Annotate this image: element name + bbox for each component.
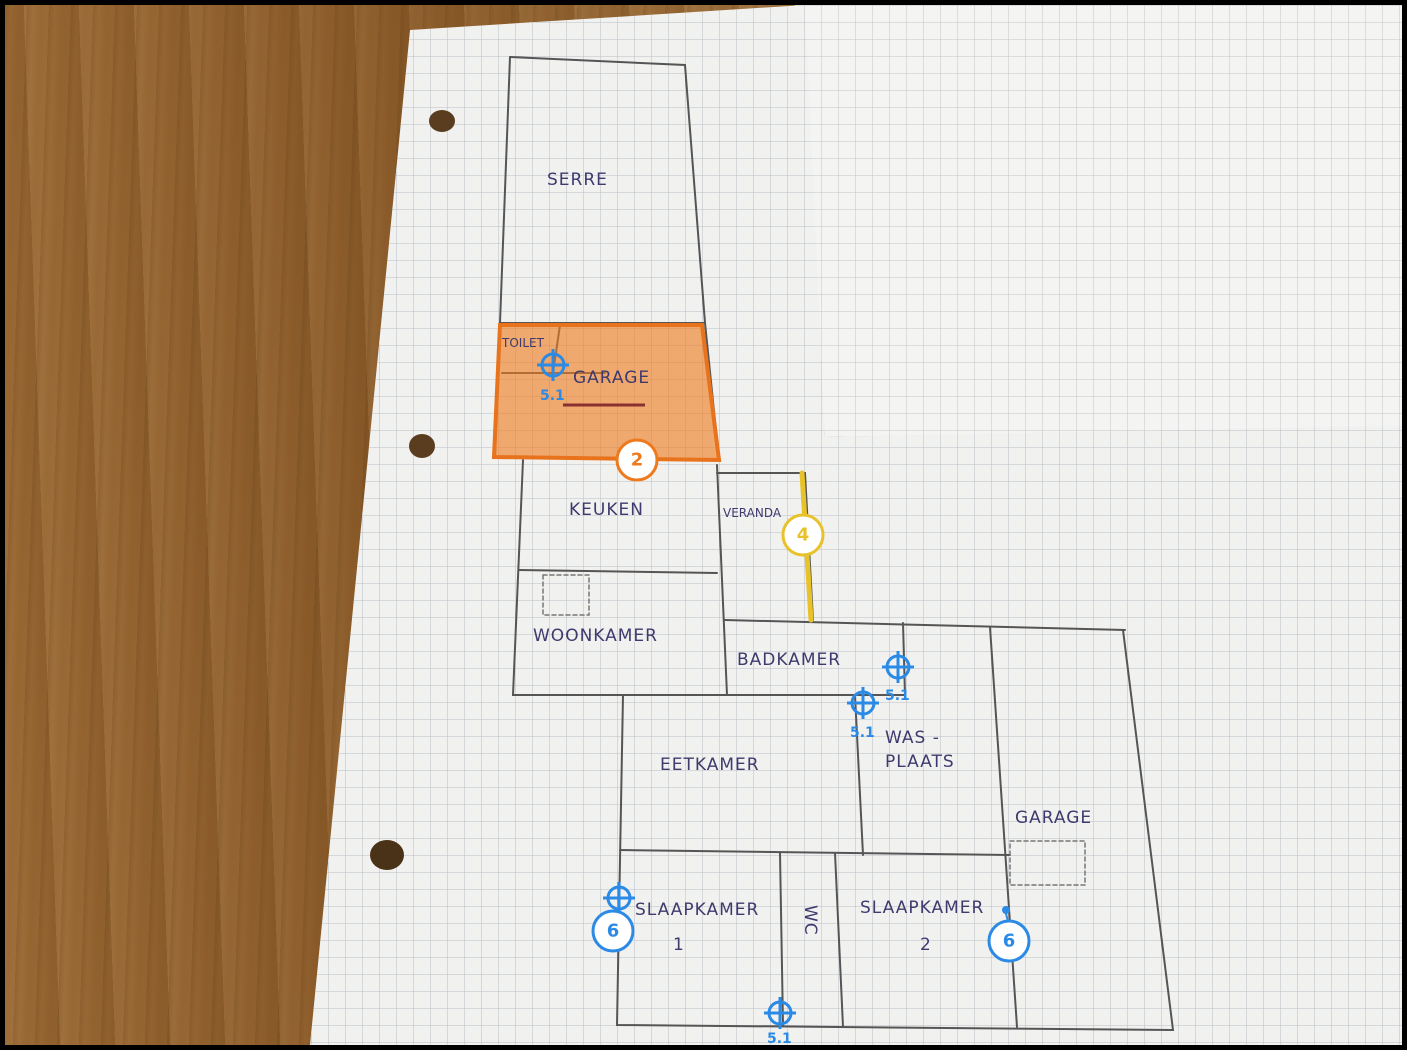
floorplan-walls [493, 56, 1175, 1032]
room-label-slaapkamer-1-num: 1 [673, 935, 685, 955]
photo-frame: SERRE TOILET GARAGE KEUKEN VERANDA WOONK… [5, 5, 1402, 1045]
floorplan-photo: SERRE TOILET GARAGE KEUKEN VERANDA WOONK… [310, 5, 1402, 1045]
room-label-keuken: KEUKEN [569, 500, 644, 520]
badge-6-left[interactable]: 6 [591, 909, 635, 953]
crosshair-icon[interactable] [882, 651, 914, 683]
room-label-eetkamer: EETKAMER [660, 755, 760, 775]
highlight-region-2[interactable] [491, 323, 722, 463]
svg-text:6: 6 [607, 921, 620, 942]
room-label-was: WAS - [885, 728, 940, 748]
paper-sheet [310, 5, 1402, 1045]
room-label-badkamer: BADKAMER [737, 650, 841, 670]
room-label-slaapkamer-2: SLAAPKAMER [860, 898, 984, 918]
room-label-veranda: VERANDA [723, 506, 782, 520]
room-label-plaats: PLAATS [885, 752, 955, 772]
room-label-slaapkamer-1: SLAAPKAMER [635, 900, 759, 920]
crosshair-label: 5.1 [850, 725, 875, 741]
room-label-garage-right: GARAGE [1015, 808, 1092, 828]
room-label-serre: SERRE [547, 170, 608, 190]
svg-text:4: 4 [797, 525, 810, 546]
paper-sheet-back [795, 5, 1402, 437]
binder-hole [429, 110, 455, 132]
badge-6-right[interactable]: 6 [987, 906, 1031, 963]
binder-hole [409, 434, 435, 458]
room-label-slaapkamer-2-num: 2 [920, 935, 932, 955]
crosshair-icon[interactable] [537, 349, 569, 381]
room-label-woonkamer: WOONKAMER [533, 626, 658, 646]
crosshair-icon[interactable] [603, 882, 635, 914]
crosshair-label: 5.1 [885, 688, 910, 704]
room-label-toilet: TOILET [501, 336, 545, 350]
crosshair-icon[interactable] [764, 997, 796, 1029]
crosshair-label: 5.1 [540, 388, 565, 404]
binder-hole [370, 840, 404, 870]
badge-2[interactable]: 2 [615, 438, 659, 482]
svg-text:2: 2 [631, 450, 644, 471]
svg-text:6: 6 [1003, 931, 1016, 952]
room-label-wc: WC [800, 905, 820, 936]
crosshair-icon[interactable] [847, 687, 879, 719]
room-label-garage-top: GARAGE [573, 368, 650, 388]
crosshair-label: 5.1 [767, 1031, 792, 1045]
badge-4[interactable]: 4 [781, 513, 825, 557]
